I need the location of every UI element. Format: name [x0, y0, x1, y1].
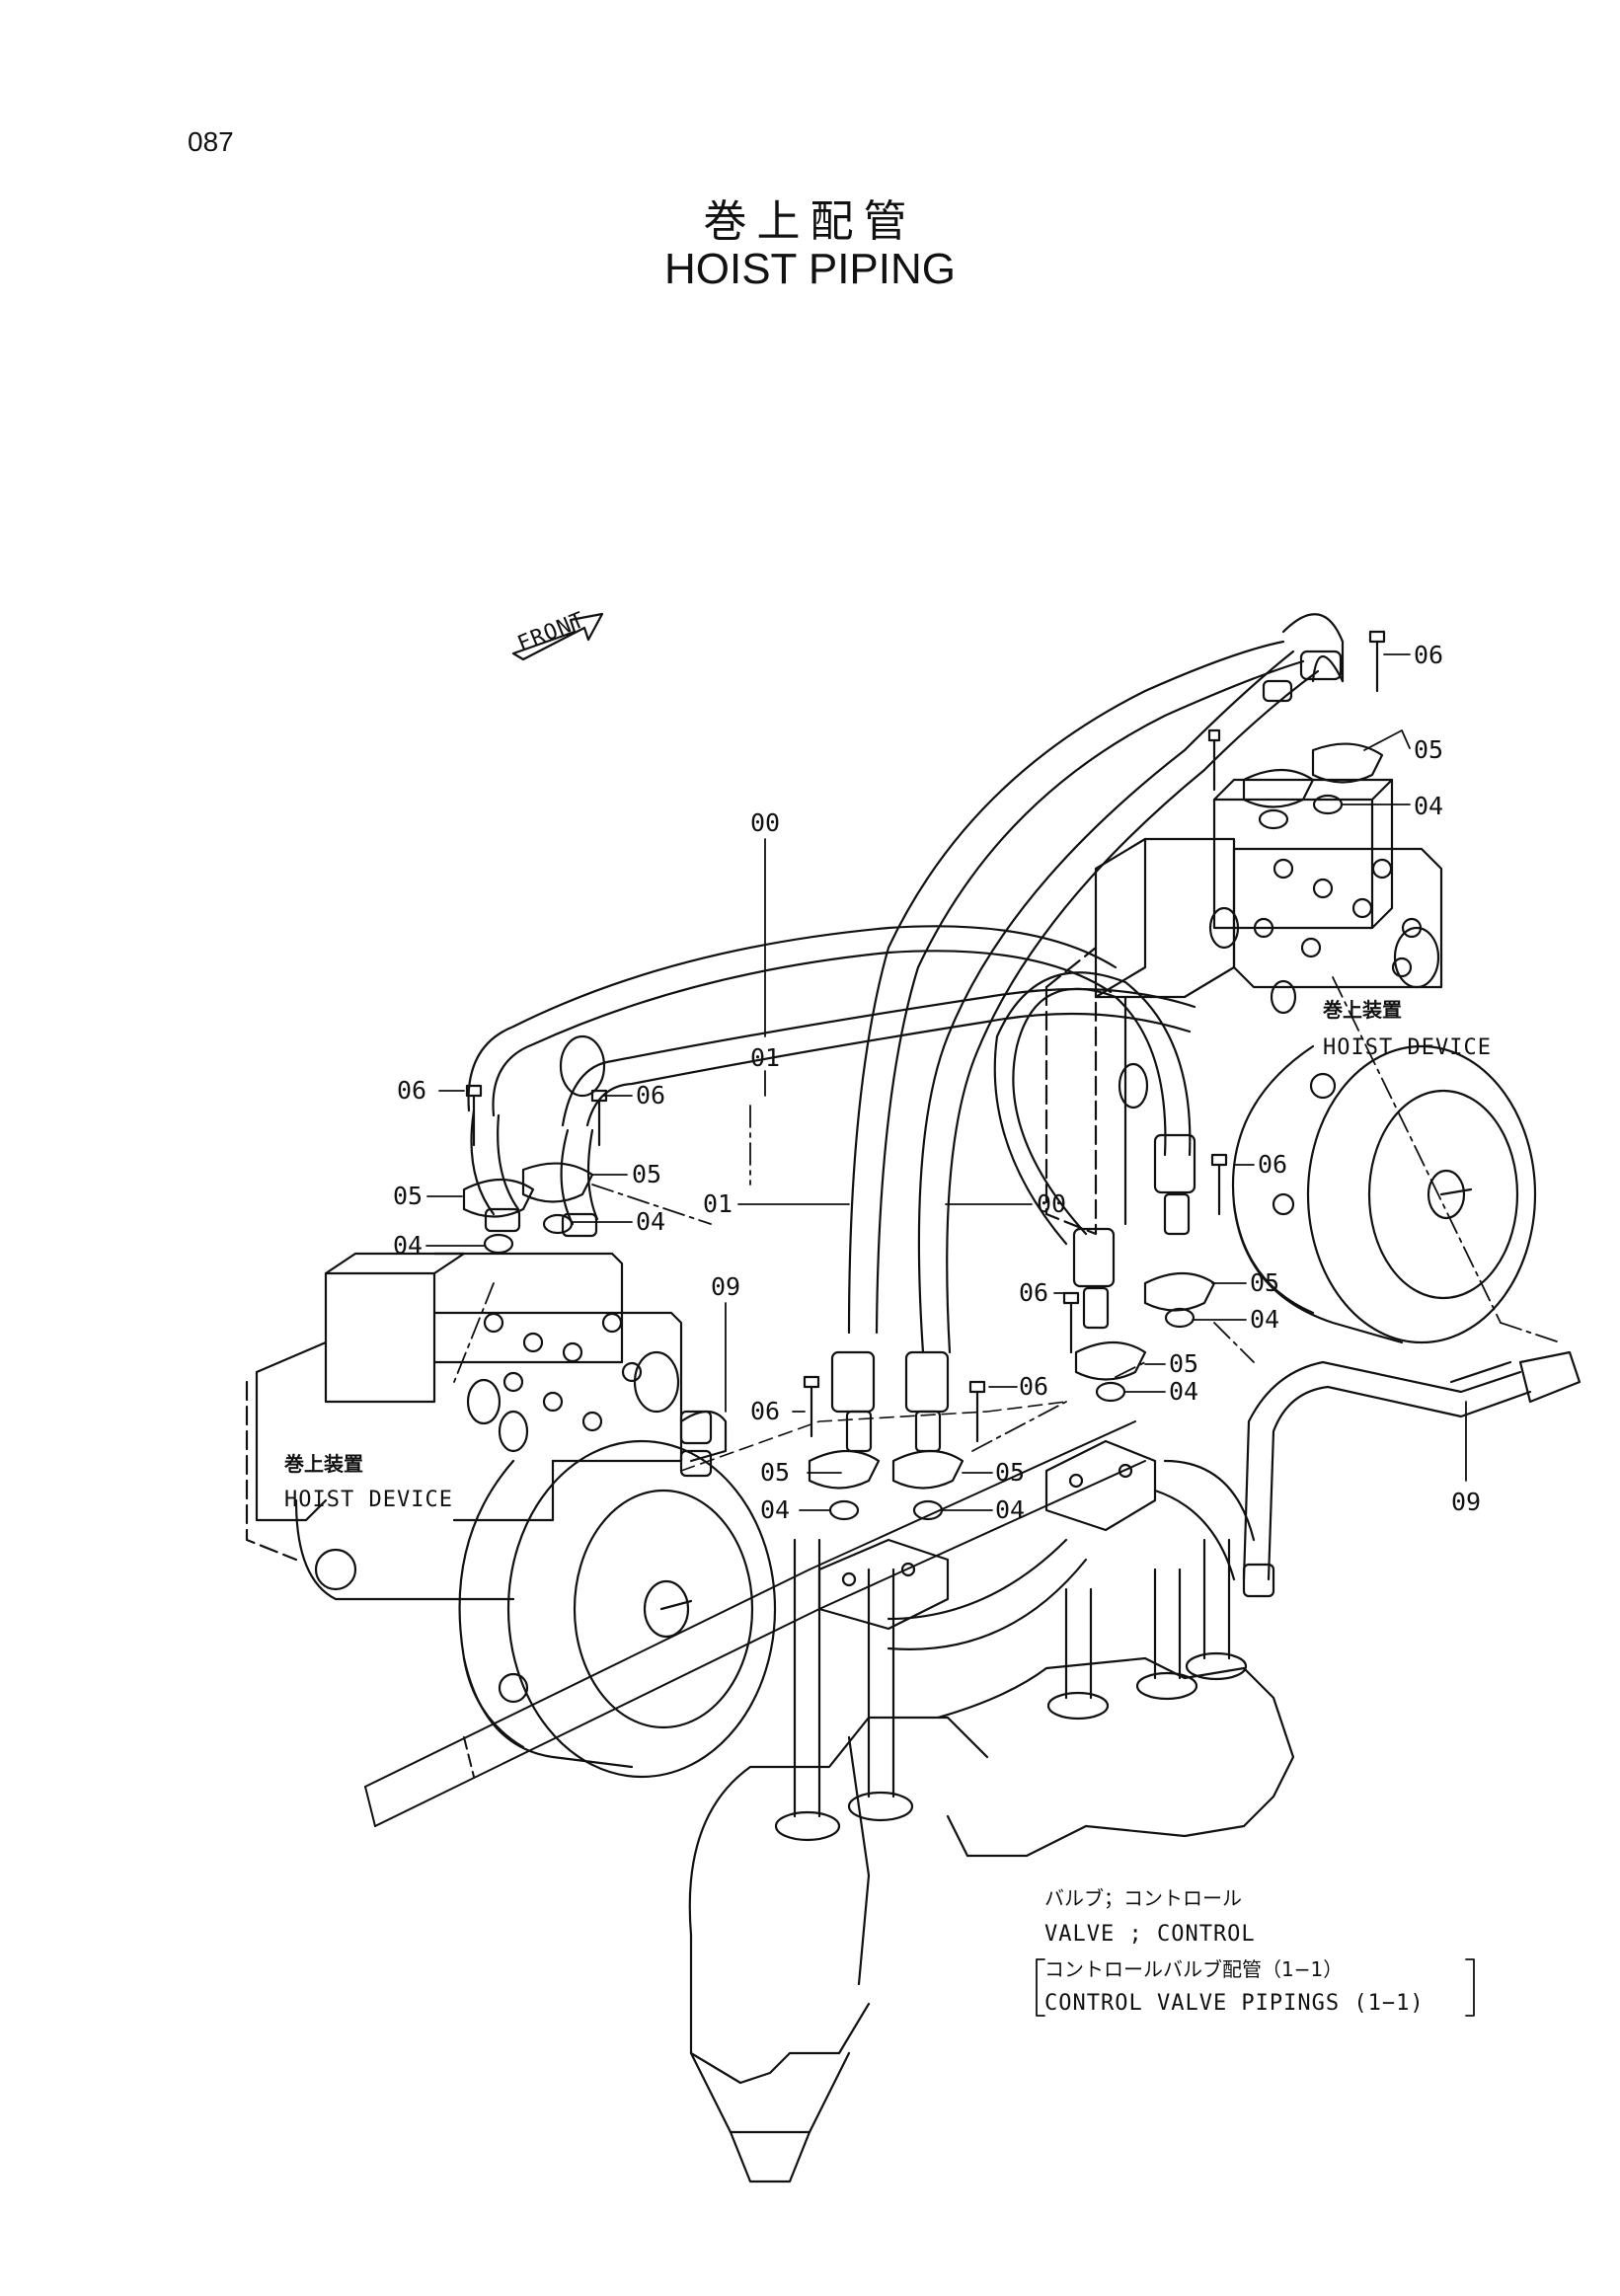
callout-04: 04 [636, 1207, 665, 1236]
hoist-device-left-jp: 巻上装置 [283, 1452, 363, 1476]
hose-09 [679, 1350, 1581, 1598]
callout-04: 04 [1250, 1305, 1279, 1334]
callout-01: 01 [750, 1043, 780, 1072]
pipings-label-en: CONTROL VALVE PIPINGS (1−1) [1044, 1991, 1425, 2016]
front-arrow-icon: FRONT [511, 608, 604, 661]
callout-04: 04 [995, 1495, 1025, 1524]
valve-label-jp: バルブ；コントロール [1044, 1886, 1242, 1910]
callout-06: 06 [1019, 1278, 1048, 1307]
valve-label-en: VALVE ; CONTROL [1044, 1922, 1256, 1947]
callout-05: 05 [1169, 1349, 1198, 1378]
base-frame [364, 1420, 1146, 1827]
device-labels: 巻上装置 HOIST DEVICE 巻上装置 HOIST DEVICE バルブ；… [283, 998, 1492, 2016]
callout-04: 04 [1414, 792, 1443, 820]
hoist-device-right-en: HOIST DEVICE [1323, 1035, 1492, 1060]
hose-upper [467, 613, 1345, 1453]
title-japanese: 巻上配管 [703, 196, 917, 247]
callout-05: 05 [393, 1182, 423, 1210]
callout-04: 04 [393, 1231, 423, 1260]
leader-lines [425, 653, 1467, 1511]
callouts: 06 05 04 00 01 06 06 05 05 04 04 09 01 0… [393, 641, 1481, 1524]
callout-09: 09 [711, 1272, 740, 1301]
hoist-device-right [1044, 778, 1537, 1344]
callout-06: 06 [636, 1081, 665, 1110]
callout-09: 09 [1451, 1488, 1481, 1516]
pipings-label-jp: コントロールバルブ配管（1−1） [1044, 1957, 1343, 1981]
page-number: 087 [188, 126, 234, 157]
reference-lines [453, 976, 1561, 1452]
frame-dashed [680, 1401, 1067, 1472]
control-valve [688, 1439, 1295, 2183]
callout-05: 05 [632, 1160, 661, 1188]
callout-06: 06 [397, 1076, 426, 1105]
title-english: HOIST PIPING [663, 245, 957, 293]
callout-01: 01 [703, 1189, 733, 1218]
callout-06: 06 [1414, 641, 1443, 669]
fittings-right [1143, 630, 1386, 1329]
hoist-device-right-jp: 巻上装置 [1322, 998, 1402, 1022]
hoist-device-left [245, 1252, 777, 1779]
callout-00: 00 [1037, 1189, 1066, 1218]
callout-04: 04 [1169, 1377, 1198, 1406]
callout-06: 06 [750, 1397, 780, 1425]
callout-05: 05 [760, 1458, 790, 1487]
callout-06: 06 [1019, 1372, 1048, 1401]
callout-05: 05 [1414, 735, 1443, 764]
fittings-left [462, 1084, 1147, 1521]
hoist-device-left-en: HOIST DEVICE [284, 1488, 453, 1512]
front-label: FRONT [514, 608, 588, 657]
callout-05: 05 [995, 1458, 1025, 1487]
callout-04: 04 [760, 1495, 790, 1524]
callout-05: 05 [1250, 1268, 1279, 1297]
bracket-icon [1036, 1958, 1475, 2017]
callout-06: 06 [1258, 1150, 1287, 1179]
callout-00: 00 [750, 808, 780, 837]
